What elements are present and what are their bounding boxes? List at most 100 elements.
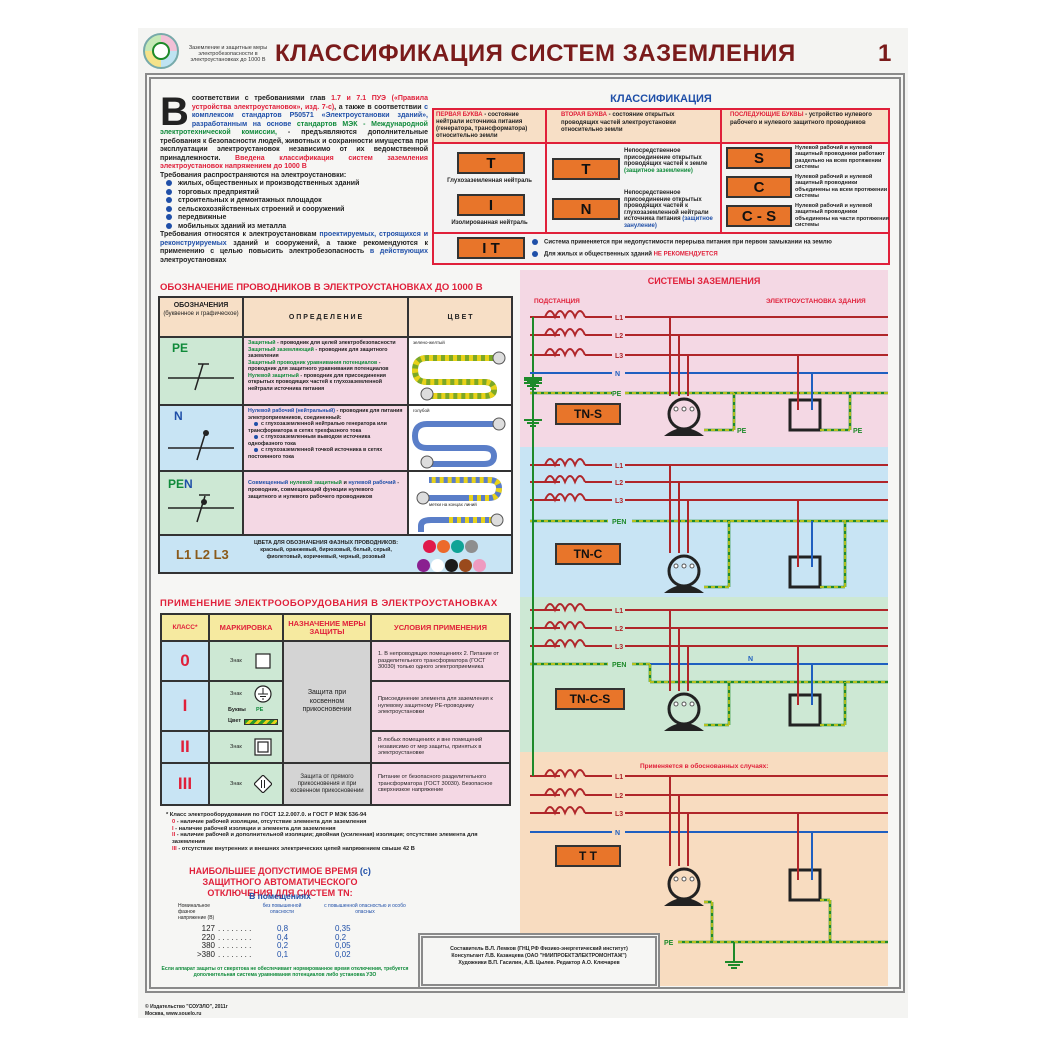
credits-box: Составитель В.Л. Лемков (ГНЦ РФ Физико-э… [418,933,660,989]
wire-label-L1: L1 [615,315,623,322]
wire-label-PE: PE [664,940,674,947]
logo-icon [143,33,179,69]
tt-note: Применяется в обоснованных случаях: [640,763,769,770]
letter-I-neutral: I [457,194,525,216]
n-symbol: N [174,409,183,423]
sign-label: Знак [230,691,242,697]
transformer-coil-icon [544,806,586,816]
pen-symbol-cell: PEN [160,472,242,534]
drop-cap: В [160,90,189,134]
n-color-label: голубой [413,408,430,413]
n-wire-icon [411,417,506,469]
sheet-number: 1 [878,40,892,67]
sign-label: Знак [230,658,242,664]
n-bullet: с глухозаземленной точкой источника в се… [248,447,383,460]
times-title: НАИБОЛЬШЕЕ ДОПУСТИМОЕ ВРЕМЯ (с) ЗАЩИТНОГ… [189,866,371,898]
wire-label-L1: L1 [615,608,623,615]
class-note: III - отсутствие внутренних и внешних эл… [172,845,415,852]
class-note: 0 - наличие рабочей изоляции, отсутствие… [172,818,367,825]
header-color: Ц В Е Т [409,298,511,336]
wire-label-L3: L3 [615,498,623,505]
system-panel-bg [520,597,888,752]
phase-color-swatch [437,540,450,553]
n-graphic-icon [168,430,234,461]
pe-symbol-cell: PE [160,338,242,404]
wire-label-L3: L3 [615,644,623,651]
marking-cell: Знак [210,732,282,762]
class-I-ground-sign-icon [254,685,272,703]
letter-S: S [726,147,792,169]
pen-color-cell: метки на концах линий [409,472,511,534]
transformer-coil-icon [544,458,586,468]
n-definition: Нулевой рабочий (нейтральный) - проводни… [244,406,407,470]
conductors-title: ОБОЗНАЧЕНИЕ ПРОВОДНИКОВ В ЭЛЕКТРОУСТАНОВ… [160,282,483,293]
protection-direct: Защита от прямого прикосновения и при ко… [284,764,370,804]
wire-label-N: N [615,830,620,837]
classification-title: КЛАССИФИКАЦИЯ [610,93,712,105]
transformer-coil-icon [544,769,586,779]
leader-dots: . . . . . . . . [218,932,252,942]
class-note: I - наличие рабочей изоляции и элемента … [172,825,336,832]
wire-label-L1: L1 [615,463,623,470]
phase-color-swatch [423,540,436,553]
requirement-item: торговых предприятий [160,189,428,198]
phase-color-swatches [416,539,486,577]
letter-N-parts: N [552,198,620,220]
transformer-coil-icon [544,348,586,358]
requirement-item: сельскохозяйственных строений и сооружен… [160,206,428,215]
times-col-danger: с повышенной опасностью и особо опасных [324,903,406,915]
phase-color-swatch [451,540,464,553]
green-yellow-stripe-icon [244,719,278,725]
phase-colors-row: L1 L2 L3 ЦВЕТА ДЛЯ ОБОЗНАЧЕНИЯ ФАЗНЫХ ПР… [160,536,511,572]
transformer-coil-icon [544,310,586,320]
col3-header: ПОСЛЕДУЮЩИЕ БУКВЫ - устройство нулевого … [722,110,888,144]
building-label: ЭЛЕКТРОУСТАНОВКА ЗДАНИЯ [766,298,866,305]
load-box-icon [788,868,822,902]
pe-color-cell: зелено-желтый [409,338,511,404]
page-title: КЛАССИФИКАЦИЯ СИСТЕМ ЗАЗЕМЛЕНИЯ [275,40,796,67]
condition-cell: Присоединение элемента для заземления к … [372,682,509,730]
class-0-sign-icon [255,653,271,669]
wire-label-PEN: PEN [612,519,626,526]
letter-C: C [726,176,792,198]
letter-C-S: C - S [726,205,792,227]
credits: Составитель В.Л. Лемков (ГНЦ РФ Физико-э… [450,946,628,966]
n-symbol-cell: N [160,406,242,470]
pe-wire-icon [411,351,506,401]
pe-label: PE [853,428,863,435]
equipment-table: КЛАСС* МАРКИРОВКА НАЗНАЧЕНИЕ МЕРЫ ЗАЩИТЫ… [160,613,511,806]
desc-N: Непосредственное присоединение открытых … [624,190,713,229]
pen-symbol: PEN [168,477,193,491]
class-III-diamond-icon [254,775,272,793]
wire-label-L2: L2 [615,480,623,487]
system-label-TN-S: TN-S [555,403,621,425]
wire-label-PE: PE [612,391,622,398]
wire-label-PEN: PEN [612,662,626,669]
times-col-voltage: Номинальное фазное напряжение (В) [178,903,215,921]
header-marking: МАРКИРОВКА [210,615,282,640]
header-definition: О П Р Е Д Е Л Е Н И Е [244,298,407,336]
label-isolated-neutral: Изолированная нейтраль [451,220,528,226]
intro-paragraph: соответствии с требованиями глав 1.7 и 7… [160,95,428,170]
transformer-coil-icon [544,788,586,798]
times-subtitle: В помещениях [249,891,311,901]
pen-color-label: метки на концах линий [429,502,477,507]
class-II-double-square-icon [254,738,272,756]
substation-label: ПОДСТАНЦИЯ [534,298,580,305]
pe-symbol: PE [172,341,189,355]
transformer-coil-icon [544,493,586,503]
phase-color-swatch [431,559,444,572]
header-purpose: НАЗНАЧЕНИЕ МЕРЫ ЗАЩИТЫ [284,615,370,640]
wire-label-L2: L2 [615,626,623,633]
leader-dots: . . . . . . . . [218,941,252,950]
phase-symbol: L1 L2 L3 [176,547,229,562]
phase-color-swatch [417,559,430,572]
class-notes: * Класс электрооборудования по ГОСТ 12.2… [166,812,511,853]
intro: В соответствии с требованиями глав 1.7 и… [160,90,428,265]
